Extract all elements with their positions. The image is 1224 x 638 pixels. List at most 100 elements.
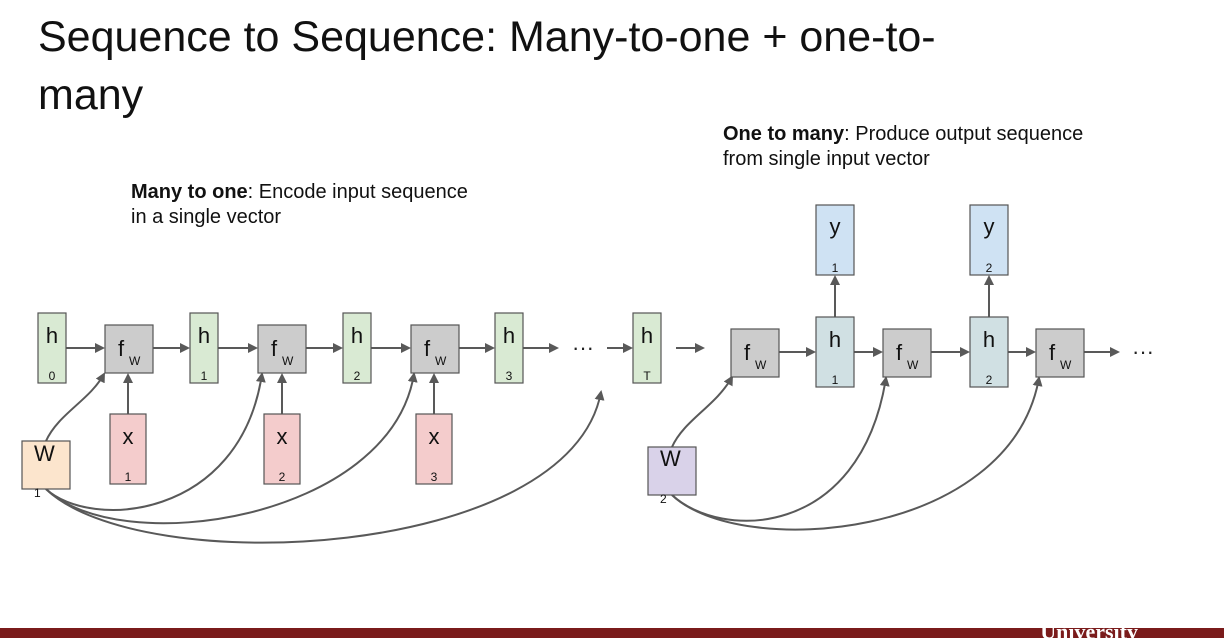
decoder-hidden-state-1-label: h xyxy=(829,327,841,352)
curve-w2-df1 xyxy=(671,375,733,448)
encoder-hidden-state-1-label: h xyxy=(198,323,210,348)
weight-w1-label: W xyxy=(34,441,55,466)
encoder-hidden-state-0: h0 xyxy=(37,312,67,384)
diagram-extras: ··· ··· xyxy=(572,335,1154,364)
decoder-function-box-1-rect xyxy=(730,328,780,378)
encoder-hidden-state-0-subscript: 0 xyxy=(49,369,56,383)
encoder-hidden-state-0-label: h xyxy=(46,323,58,348)
decoder-hidden-state-2-label: h xyxy=(983,327,995,352)
diagram-arrows xyxy=(45,275,1120,544)
footer-university-text: University xyxy=(1040,625,1138,638)
decoder-hidden-state-2-subscript: 2 xyxy=(986,373,993,387)
decoder-hidden-state-1-rect xyxy=(815,316,855,388)
encoder-function-box-3-subscript: W xyxy=(435,354,447,368)
weight-w1-subscript: 1 xyxy=(34,486,41,500)
encoder-function-box-2-rect xyxy=(257,324,307,374)
decoder-function-box-2-rect xyxy=(882,328,932,378)
one-to-many-caption: One to many: Produce output sequence fro… xyxy=(723,122,1123,172)
decoder-function-box-2-label: f xyxy=(896,340,903,365)
encoder-function-box-3-rect xyxy=(410,324,460,374)
decoder-output-y1: y1 xyxy=(815,204,855,276)
encoder-input-x2-rect xyxy=(263,413,301,485)
many-to-one-heading: Many to one xyxy=(131,181,248,203)
decoder-function-box-1-label: f xyxy=(744,340,751,365)
encoder-function-box-1-rect xyxy=(104,324,154,374)
curve-w1-f3 xyxy=(45,372,418,525)
encoder-function-box-3-label: f xyxy=(424,336,431,361)
curve-w2-df3 xyxy=(671,376,1043,531)
decoder-function-box-1-subscript: W xyxy=(755,358,767,372)
encoder-hidden-state-3-label: h xyxy=(503,323,515,348)
encoder-input-x2: x2 xyxy=(263,413,301,485)
encoder-input-x3-rect xyxy=(415,413,453,485)
decoder-output-y1-label: y xyxy=(830,214,841,239)
encoder-input-x1-subscript: 1 xyxy=(125,470,132,484)
many-to-one-description: : Encode input sequence in a single vect… xyxy=(131,181,468,228)
encoder-hidden-state-1-rect xyxy=(189,312,219,384)
encoder-hidden-state-T-label: h xyxy=(641,323,653,348)
curve-w1-f2 xyxy=(45,372,266,511)
decoder-function-box-3-subscript: W xyxy=(1060,358,1072,372)
encoder-function-box-1-subscript: W xyxy=(129,354,141,368)
many-to-one-caption: Many to one: Encode input sequence in a … xyxy=(131,180,471,230)
decoder-output-y2-label: y xyxy=(984,214,995,239)
encoder-input-x2-label: x xyxy=(277,424,288,449)
encoder-input-x2-subscript: 2 xyxy=(279,470,286,484)
encoder-hidden-state-T-rect xyxy=(632,312,662,384)
encoder-function-box-2-label: f xyxy=(271,336,278,361)
decoder-output-y1-subscript: 1 xyxy=(832,261,839,275)
decoder-ellipsis: ··· xyxy=(1132,339,1154,364)
decoder-function-box-3-rect xyxy=(1035,328,1085,378)
encoder-input-x1-rect xyxy=(109,413,147,485)
decoder-hidden-state-1: h1 xyxy=(815,316,855,388)
footer-bar xyxy=(0,628,1224,638)
decoder-hidden-state-2-rect xyxy=(969,316,1009,388)
decoder-function-box-2-subscript: W xyxy=(907,358,919,372)
encoder-hidden-state-2-subscript: 2 xyxy=(354,369,361,383)
encoder-input-x3-subscript: 3 xyxy=(431,470,438,484)
curve-w1-hT xyxy=(45,390,605,544)
encoder-input-x3: x3 xyxy=(415,413,453,485)
encoder-hidden-state-2-rect xyxy=(342,312,372,384)
encoder-hidden-state-1-subscript: 1 xyxy=(201,369,208,383)
weight-w1: W1 xyxy=(21,440,71,500)
encoder-input-x1: x1 xyxy=(109,413,147,485)
decoder-output-y1-rect xyxy=(815,204,855,276)
encoder-hidden-state-1: h1 xyxy=(189,312,219,384)
weight-w2-label: W xyxy=(660,446,681,471)
curve-w1-f1 xyxy=(45,372,105,442)
weight-w2-subscript: 2 xyxy=(660,492,667,506)
encoder-hidden-state-T: hT xyxy=(632,312,662,384)
encoder-hidden-state-3-subscript: 3 xyxy=(506,369,513,383)
decoder-output-y2-rect xyxy=(969,204,1009,276)
encoder-function-box-2-subscript: W xyxy=(282,354,294,368)
decoder-output-y2: y2 xyxy=(969,204,1009,276)
slide-title: Sequence to Sequence: Many-to-one + one-… xyxy=(38,13,936,119)
decoder-function-box-3-label: f xyxy=(1049,340,1056,365)
encoder-function-box-1-label: f xyxy=(118,336,125,361)
encoder-hidden-state-3-rect xyxy=(494,312,524,384)
weight-w1-rect xyxy=(21,440,71,490)
encoder-input-x1-label: x xyxy=(123,424,134,449)
decoder-hidden-state-1-subscript: 1 xyxy=(832,373,839,387)
encoder-hidden-state-0-rect xyxy=(37,312,67,384)
encoder-hidden-state-2-label: h xyxy=(351,323,363,348)
encoder-hidden-state-T-subscript: T xyxy=(643,369,651,383)
encoder-input-x3-label: x xyxy=(429,424,440,449)
weight-w2-rect xyxy=(647,446,697,496)
one-to-many-heading: One to many xyxy=(723,123,845,145)
weight-w2: W2 xyxy=(647,446,697,506)
decoder-output-y2-subscript: 2 xyxy=(986,261,993,275)
encoder-ellipsis: ··· xyxy=(572,335,594,360)
one-to-many-description: : Produce output sequence from single in… xyxy=(723,123,1084,170)
decoder-hidden-state-2: h2 xyxy=(969,316,1009,388)
encoder-hidden-state-2: h2 xyxy=(342,312,372,384)
